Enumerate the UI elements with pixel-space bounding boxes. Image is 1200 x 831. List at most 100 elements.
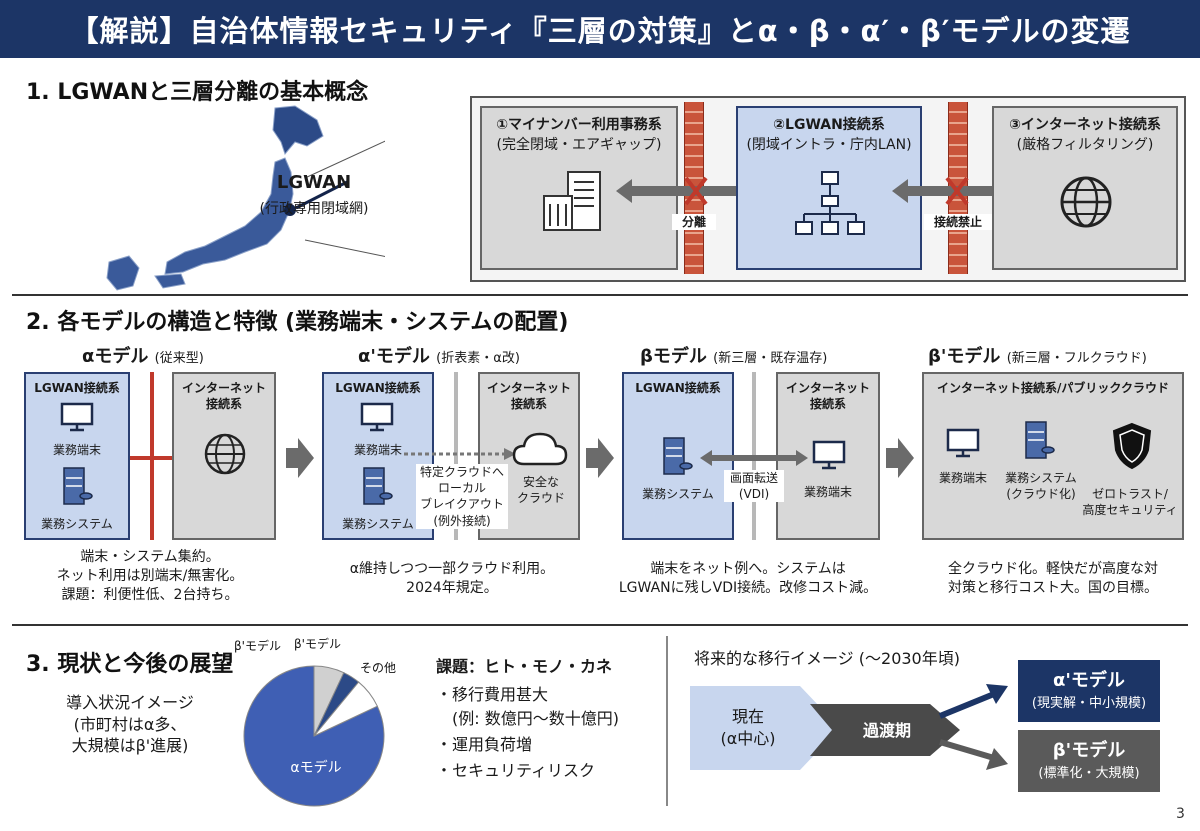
target-beta-prime-name: β'モデル bbox=[1052, 740, 1126, 761]
zone-mynumber-subtitle: (完全閉域・エアギャップ) bbox=[496, 137, 662, 153]
target-beta-prime-sub: (標準化・大規模) bbox=[1038, 766, 1140, 781]
target-alpha-prime-sub: (現実解・中小規模) bbox=[1031, 696, 1147, 711]
section2-heading: 2. 各モデルの構造と特徴 (業務端末・システムの配置) bbox=[26, 310, 569, 335]
challenge-1: ・移行費用甚大 bbox=[436, 685, 549, 704]
beta-terminal-label: 業務端末 bbox=[803, 485, 852, 499]
beta-prime-description: 全クラウド化。軽快だが高度な対 対策と移行コスト大。国の目標。 bbox=[948, 561, 1158, 596]
alpha-lgwan-title: LGWAN接続系 bbox=[34, 381, 120, 395]
alpha-prime-server-icon bbox=[363, 467, 393, 505]
tokyo-marker bbox=[284, 204, 296, 216]
cloud-icon bbox=[512, 432, 568, 466]
alpha-terminal-label: 業務端末 bbox=[52, 443, 101, 457]
pie-label-beta-prime-1: β'モデル bbox=[234, 638, 281, 653]
beta-server-icon bbox=[663, 437, 693, 475]
current-state-label: 現在 (α中心) bbox=[720, 707, 776, 748]
breakout-label: 特定クラウドへ ローカル ブレイクアウト (例外接続) bbox=[416, 464, 508, 529]
zoom-line-bottom bbox=[304, 239, 385, 257]
future-title: 将来的な移行イメージ (～2030年頃) bbox=[694, 649, 960, 668]
alpha-globe-icon bbox=[204, 433, 246, 475]
migration-flow bbox=[690, 684, 1008, 770]
beta-system-label: 業務システム bbox=[642, 487, 714, 501]
model-beta-name: βモデル (新三層・既存温存) bbox=[640, 346, 828, 367]
flow-arrow-1-head bbox=[298, 438, 314, 478]
wall-label-separation: 分離 bbox=[672, 214, 716, 231]
target-beta-prime-box: β'モデル (標準化・大規模) bbox=[1018, 730, 1160, 792]
pie-label-beta-prime-2: β'モデル bbox=[294, 636, 341, 651]
alpha-prime-lgwan-title: LGWAN接続系 bbox=[335, 381, 421, 395]
alpha-wall-horizontal bbox=[130, 456, 178, 460]
building-icon bbox=[543, 171, 601, 231]
beta-prime-system-label: 業務システム (クラウド化) bbox=[1005, 471, 1077, 502]
beta-prime-box-title: インターネット接続系/パブリッククラウド bbox=[937, 381, 1169, 395]
adoption-pie-chart: αモデル β'モデル β'モデル その他 bbox=[234, 636, 396, 807]
vdi-arrow bbox=[700, 450, 808, 466]
lgwan-label: LGWAN bbox=[276, 172, 352, 193]
vdi-label: 画面転送 (VDI) bbox=[724, 470, 784, 503]
model-beta-prime-name: β'モデル (新三層・フルクラウド) bbox=[928, 346, 1147, 367]
flow-arrow-2-body bbox=[586, 448, 598, 468]
map-pointer-line bbox=[295, 180, 348, 210]
pie-label-other: その他 bbox=[360, 661, 396, 675]
challenge-2: ・運用負荷増 bbox=[436, 735, 533, 754]
zone-internet bbox=[992, 106, 1178, 270]
flow-arrow-3-body bbox=[886, 448, 898, 468]
flow-arrow-2-head bbox=[598, 438, 614, 478]
wall-label-no-connection: 接続禁止 bbox=[924, 214, 992, 231]
model-alpha-name: αモデル (従来型) bbox=[82, 346, 204, 367]
hokkaido-shape bbox=[272, 105, 324, 156]
beta-prime-security-label: ゼロトラスト/ 高度セキュリティ bbox=[1082, 487, 1178, 518]
kyushu-shape bbox=[106, 255, 140, 291]
target-alpha-prime-name: α'モデル bbox=[1053, 670, 1125, 691]
beta-description: 端末をネット例へ。システムは LGWANに残しVDI接続。改修コスト減。 bbox=[618, 561, 878, 596]
target-alpha-prime-box: α'モデル (現実解・中小規模) bbox=[1018, 660, 1160, 722]
lgwan-sublabel: (行政専用閉域網) bbox=[259, 201, 369, 217]
page-number: 3 bbox=[1176, 806, 1185, 822]
zone-lgwan-subtitle: (閉域イントラ・庁内LAN) bbox=[746, 137, 912, 153]
flow-arrow-3-head bbox=[898, 438, 914, 478]
section3-vertical-divider bbox=[666, 636, 668, 806]
transition-label: 過渡期 bbox=[862, 721, 911, 740]
honshu-shape bbox=[164, 157, 294, 275]
beta-internet-title: インターネット 接続系 bbox=[785, 381, 870, 412]
zone-lgwan-title: ②LGWAN接続系 bbox=[773, 117, 885, 133]
beta-terminal-icon bbox=[812, 440, 846, 470]
alpha-system-label: 業務システム bbox=[41, 517, 113, 531]
pie-label-main: αモデル bbox=[290, 759, 341, 776]
japan-map bbox=[106, 105, 385, 291]
alpha-prime-internet-title: インターネット 接続系 bbox=[486, 381, 571, 412]
alpha-server-icon bbox=[63, 467, 93, 505]
section1-heading: 1. LGWANと三層分離の基本概念 bbox=[26, 80, 369, 105]
alpha-terminal-icon bbox=[60, 402, 94, 432]
section-divider-1 bbox=[12, 294, 1188, 296]
alpha-prime-description: α維持しつつ一部クラウド利用。 2024年規定。 bbox=[349, 561, 555, 596]
zone-internet-subtitle: (厳格フィルタリング) bbox=[1016, 137, 1154, 153]
cloud-label: 安全な クラウド bbox=[516, 475, 565, 506]
page-title: 【解説】自治体情報セキュリティ『三層の対策』とα・β・α′・β′モデルの変遷 bbox=[0, 0, 1200, 58]
zone-mynumber-title: ①マイナンバー利用事務系 bbox=[496, 117, 662, 133]
beta-prime-terminal-icon bbox=[946, 428, 980, 458]
alpha-prime-terminal-label: 業務端末 bbox=[353, 443, 402, 457]
adoption-label: 導入状況イメージ (市町村はα多、 大規模はβ'進展) bbox=[66, 693, 194, 756]
challenge-1-detail: (例: 数億円～数十億円) bbox=[452, 709, 619, 728]
model-alpha-prime-name: α'モデル (折表素・α改) bbox=[358, 346, 520, 367]
section3-heading: 3. 現状と今後の展望 bbox=[26, 652, 234, 677]
blocked-arrow-1 bbox=[616, 176, 776, 206]
blocked-arrow-2 bbox=[892, 176, 1022, 206]
breakout-dotted-arrow bbox=[404, 448, 516, 460]
beta-prime-terminal-label: 業務端末 bbox=[938, 471, 987, 485]
flow-arrow-1-body bbox=[286, 448, 298, 468]
alpha-prime-wall bbox=[454, 372, 458, 540]
alpha-internet-title: インターネット 接続系 bbox=[181, 381, 266, 412]
alpha-internet-box bbox=[172, 372, 276, 540]
challenges-title: 課題：ヒト・モノ・カネ bbox=[436, 657, 613, 676]
alpha-prime-terminal-icon bbox=[360, 402, 394, 432]
alpha-lgwan-box bbox=[24, 372, 130, 540]
beta-prime-server-icon bbox=[1025, 421, 1055, 459]
alpha-prime-system-label: 業務システム bbox=[342, 517, 414, 531]
shikoku-shape bbox=[154, 273, 186, 289]
zoom-line-top bbox=[304, 140, 385, 179]
section-divider-2 bbox=[12, 624, 1188, 626]
beta-lgwan-title: LGWAN接続系 bbox=[635, 381, 721, 395]
shield-icon bbox=[1112, 422, 1152, 470]
challenge-3: ・セキュリティリスク bbox=[436, 761, 596, 780]
